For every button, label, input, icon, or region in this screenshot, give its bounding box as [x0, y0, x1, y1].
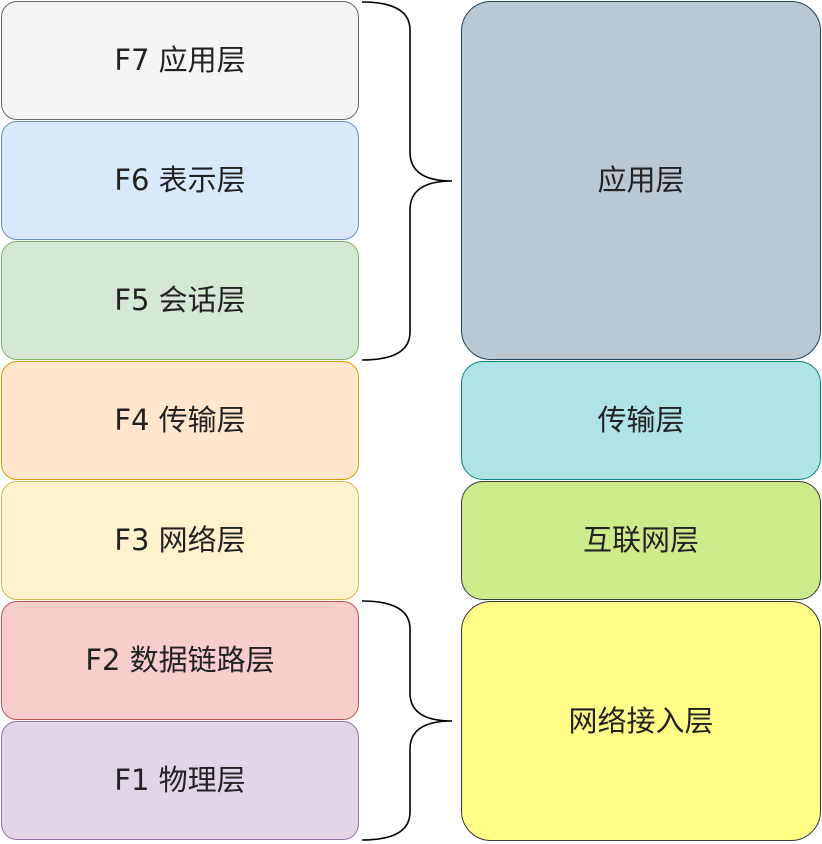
- osi-layer-f3: F3 网络层: [1, 481, 359, 600]
- osi-layer-f1: F1 物理层: [1, 721, 359, 840]
- tcpip-internet-layer-label: 互联网层: [582, 523, 699, 557]
- osi-layer-f7: F7 应用层: [1, 1, 359, 120]
- lower-curly-brace: [361, 600, 453, 841]
- osi-layer-f7-label: F7 应用层: [114, 43, 246, 77]
- osi-layer-f6: F6 表示层: [1, 121, 359, 240]
- tcpip-application-layer: 应用层: [461, 1, 821, 360]
- osi-layer-f5-label: F5 会话层: [114, 283, 246, 317]
- tcpip-internet-layer: 互联网层: [461, 481, 821, 600]
- osi-layer-f5: F5 会话层: [1, 241, 359, 360]
- tcpip-transport-layer-label: 传输层: [597, 403, 685, 437]
- osi-layer-f4: F4 传输层: [1, 361, 359, 480]
- osi-layer-f6-label: F6 表示层: [114, 163, 246, 197]
- osi-layer-f2-label: F2 数据链路层: [85, 643, 275, 677]
- tcpip-network-access-layer-label: 网络接入层: [568, 703, 714, 738]
- osi-layer-f4-label: F4 传输层: [114, 403, 246, 437]
- osi-layer-f2: F2 数据链路层: [1, 601, 359, 720]
- osi-layer-f1-label: F1 物理层: [114, 763, 246, 797]
- tcpip-application-layer-label: 应用层: [597, 163, 685, 197]
- upper-curly-brace: [361, 1, 453, 361]
- tcpip-transport-layer: 传输层: [461, 361, 821, 480]
- osi-layer-f3-label: F3 网络层: [114, 523, 246, 557]
- tcpip-network-access-layer: 网络接入层: [461, 601, 821, 841]
